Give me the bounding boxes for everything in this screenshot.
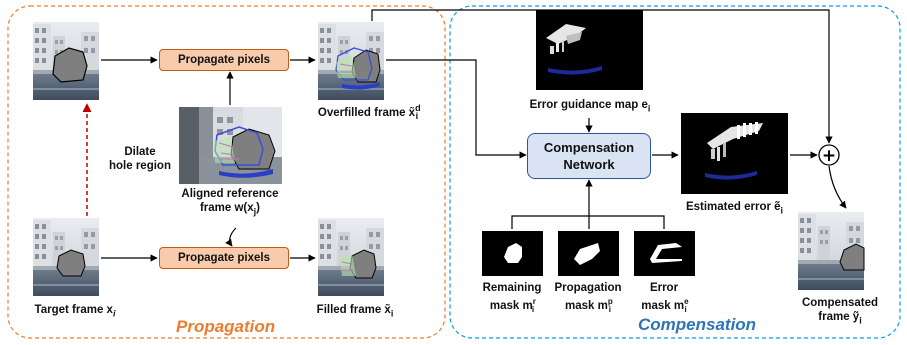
dilate-label: Dilate hole region (109, 146, 171, 172)
aligned-reference-label: Aligned reference frame w(xj) (181, 188, 279, 217)
sum-symbol: + (822, 146, 836, 166)
remaining-mask-label: Remaining mask mri (482, 282, 542, 315)
target-frame-label: Target frame xi (34, 304, 116, 319)
compensation-region (449, 5, 901, 339)
overfilled-frame-label: Overfilled frame x̃di (317, 103, 421, 122)
error-mask-thumbnail (634, 231, 695, 276)
estimated-error-thumbnail (681, 113, 788, 194)
arrow-overfilled-to-network (386, 59, 527, 159)
propagate-pixels-top-label: Propagate pixels (177, 54, 271, 66)
arrow-overfilled-to-sum (371, 9, 833, 144)
remaining-mask-thumbnail (482, 231, 543, 276)
compensated-frame-thumbnail (798, 212, 865, 290)
compensation-network-line1: Compensation (543, 140, 635, 155)
propagation-mask-thumbnail (558, 231, 619, 276)
sum-node (818, 144, 840, 166)
propagate-pixels-top-box: Propagate pixels (159, 49, 289, 71)
propagate-pixels-bottom-box: Propagate pixels (159, 247, 289, 269)
compensation-network-line2: Network (563, 157, 615, 172)
arrow-aligned-down (225, 227, 237, 247)
estimated-error-label: Estimated error ẽi (685, 201, 784, 216)
dilated-target-thumbnail (33, 22, 99, 100)
propagate-pixels-bottom-label: Propagate pixels (177, 252, 271, 264)
propagation-title: Propagation (176, 317, 276, 336)
error-guidance-map-thumbnail (536, 10, 643, 90)
overfilled-frame-thumbnail (318, 22, 384, 100)
aligned-reference-thumbnail (179, 107, 282, 184)
error-guidance-label: Error guidance map ei (529, 99, 651, 114)
mask-connector (511, 215, 665, 229)
target-frame-thumbnail (33, 218, 99, 296)
compensation-title: Compensation (638, 315, 757, 334)
propagation-mask-label: Propagation mask mpi (554, 282, 622, 315)
compensation-network-box: Compensation Network (527, 133, 651, 179)
compensated-frame-label: Compensated frame ỹi (801, 297, 879, 326)
arrow-sum-to-compensated (828, 165, 847, 209)
filled-frame-thumbnail (318, 218, 384, 296)
filled-frame-label: Filled frame x̃i (316, 304, 394, 319)
error-mask-label: Error mask mei (641, 282, 689, 315)
propagation-region (7, 5, 446, 339)
